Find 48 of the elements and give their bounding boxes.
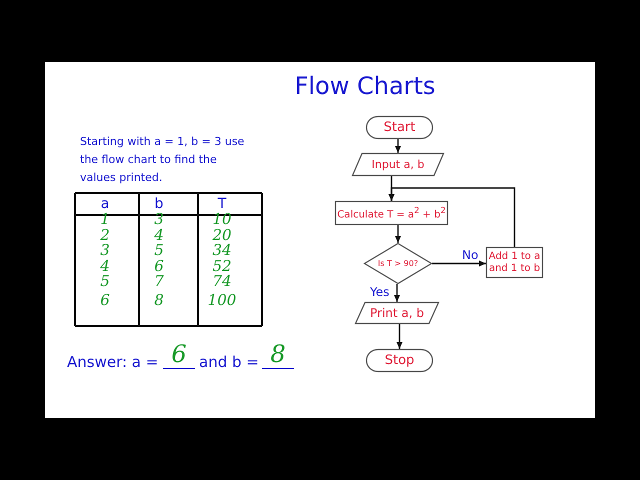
node-label: Input a, b xyxy=(372,158,424,172)
table-cell-text: 6 xyxy=(153,258,165,274)
table-cell-text: 5 xyxy=(153,243,165,258)
instruction-text: Starting with a = 1, b = 3 use the flow chart to find the values printed. xyxy=(80,134,246,186)
answer-value: 8 xyxy=(262,340,294,369)
node-label: Is T > 90? xyxy=(378,258,418,268)
process-box xyxy=(335,201,448,225)
table-cell-text: 52 xyxy=(211,258,233,274)
answer-text: Answer: a = xyxy=(67,353,158,371)
table-cell-text: 6 xyxy=(99,292,111,308)
arrow xyxy=(388,187,516,247)
table-cell-text: 10 xyxy=(211,212,233,227)
table-cell-text: 5 xyxy=(99,274,111,289)
answer-text: and b = xyxy=(199,353,259,371)
arrow xyxy=(394,284,400,302)
table-cell-text: 7 xyxy=(153,274,165,289)
table-cell-text: 1 xyxy=(99,212,111,227)
table-cell-text: 4 xyxy=(153,228,165,242)
table-cell-text: 100 xyxy=(206,292,238,308)
arrow xyxy=(432,260,486,266)
table-cell-text: 74 xyxy=(211,274,233,289)
node-label: Add 1 to a and 1 to b xyxy=(488,250,542,274)
arrow xyxy=(395,225,401,243)
column-header: a xyxy=(100,197,110,212)
table-cell-text: 8 xyxy=(153,292,165,308)
column-header: T xyxy=(216,197,228,212)
terminator-shape xyxy=(366,349,433,372)
io-parallelogram xyxy=(352,153,444,176)
node-label: Print a, b xyxy=(370,306,424,320)
io-parallelogram xyxy=(355,302,439,324)
node-label: Calculate T = a$^{2}$ + b$^{2}$ xyxy=(337,204,446,222)
node-label: Stop xyxy=(384,352,414,368)
arrow xyxy=(395,139,401,153)
terminator-shape xyxy=(366,116,433,139)
table-cell-text: 4 xyxy=(99,258,111,274)
edge-label: Yes xyxy=(370,285,390,299)
table-cell-text: 34 xyxy=(211,243,233,258)
edge-label: No xyxy=(462,248,478,262)
table-cell-text: 20 xyxy=(211,228,233,242)
table-cell-text: 3 xyxy=(99,243,111,258)
node-label: Start xyxy=(384,120,416,136)
table-cell-text: 2 xyxy=(99,228,111,242)
table-cell-text: 3 xyxy=(153,212,165,227)
arrow xyxy=(396,324,402,349)
slide-title: Flow Charts xyxy=(294,72,436,100)
decision-diamond xyxy=(364,243,432,284)
column-header: b xyxy=(154,197,164,212)
answer-value: 6 xyxy=(163,340,195,369)
